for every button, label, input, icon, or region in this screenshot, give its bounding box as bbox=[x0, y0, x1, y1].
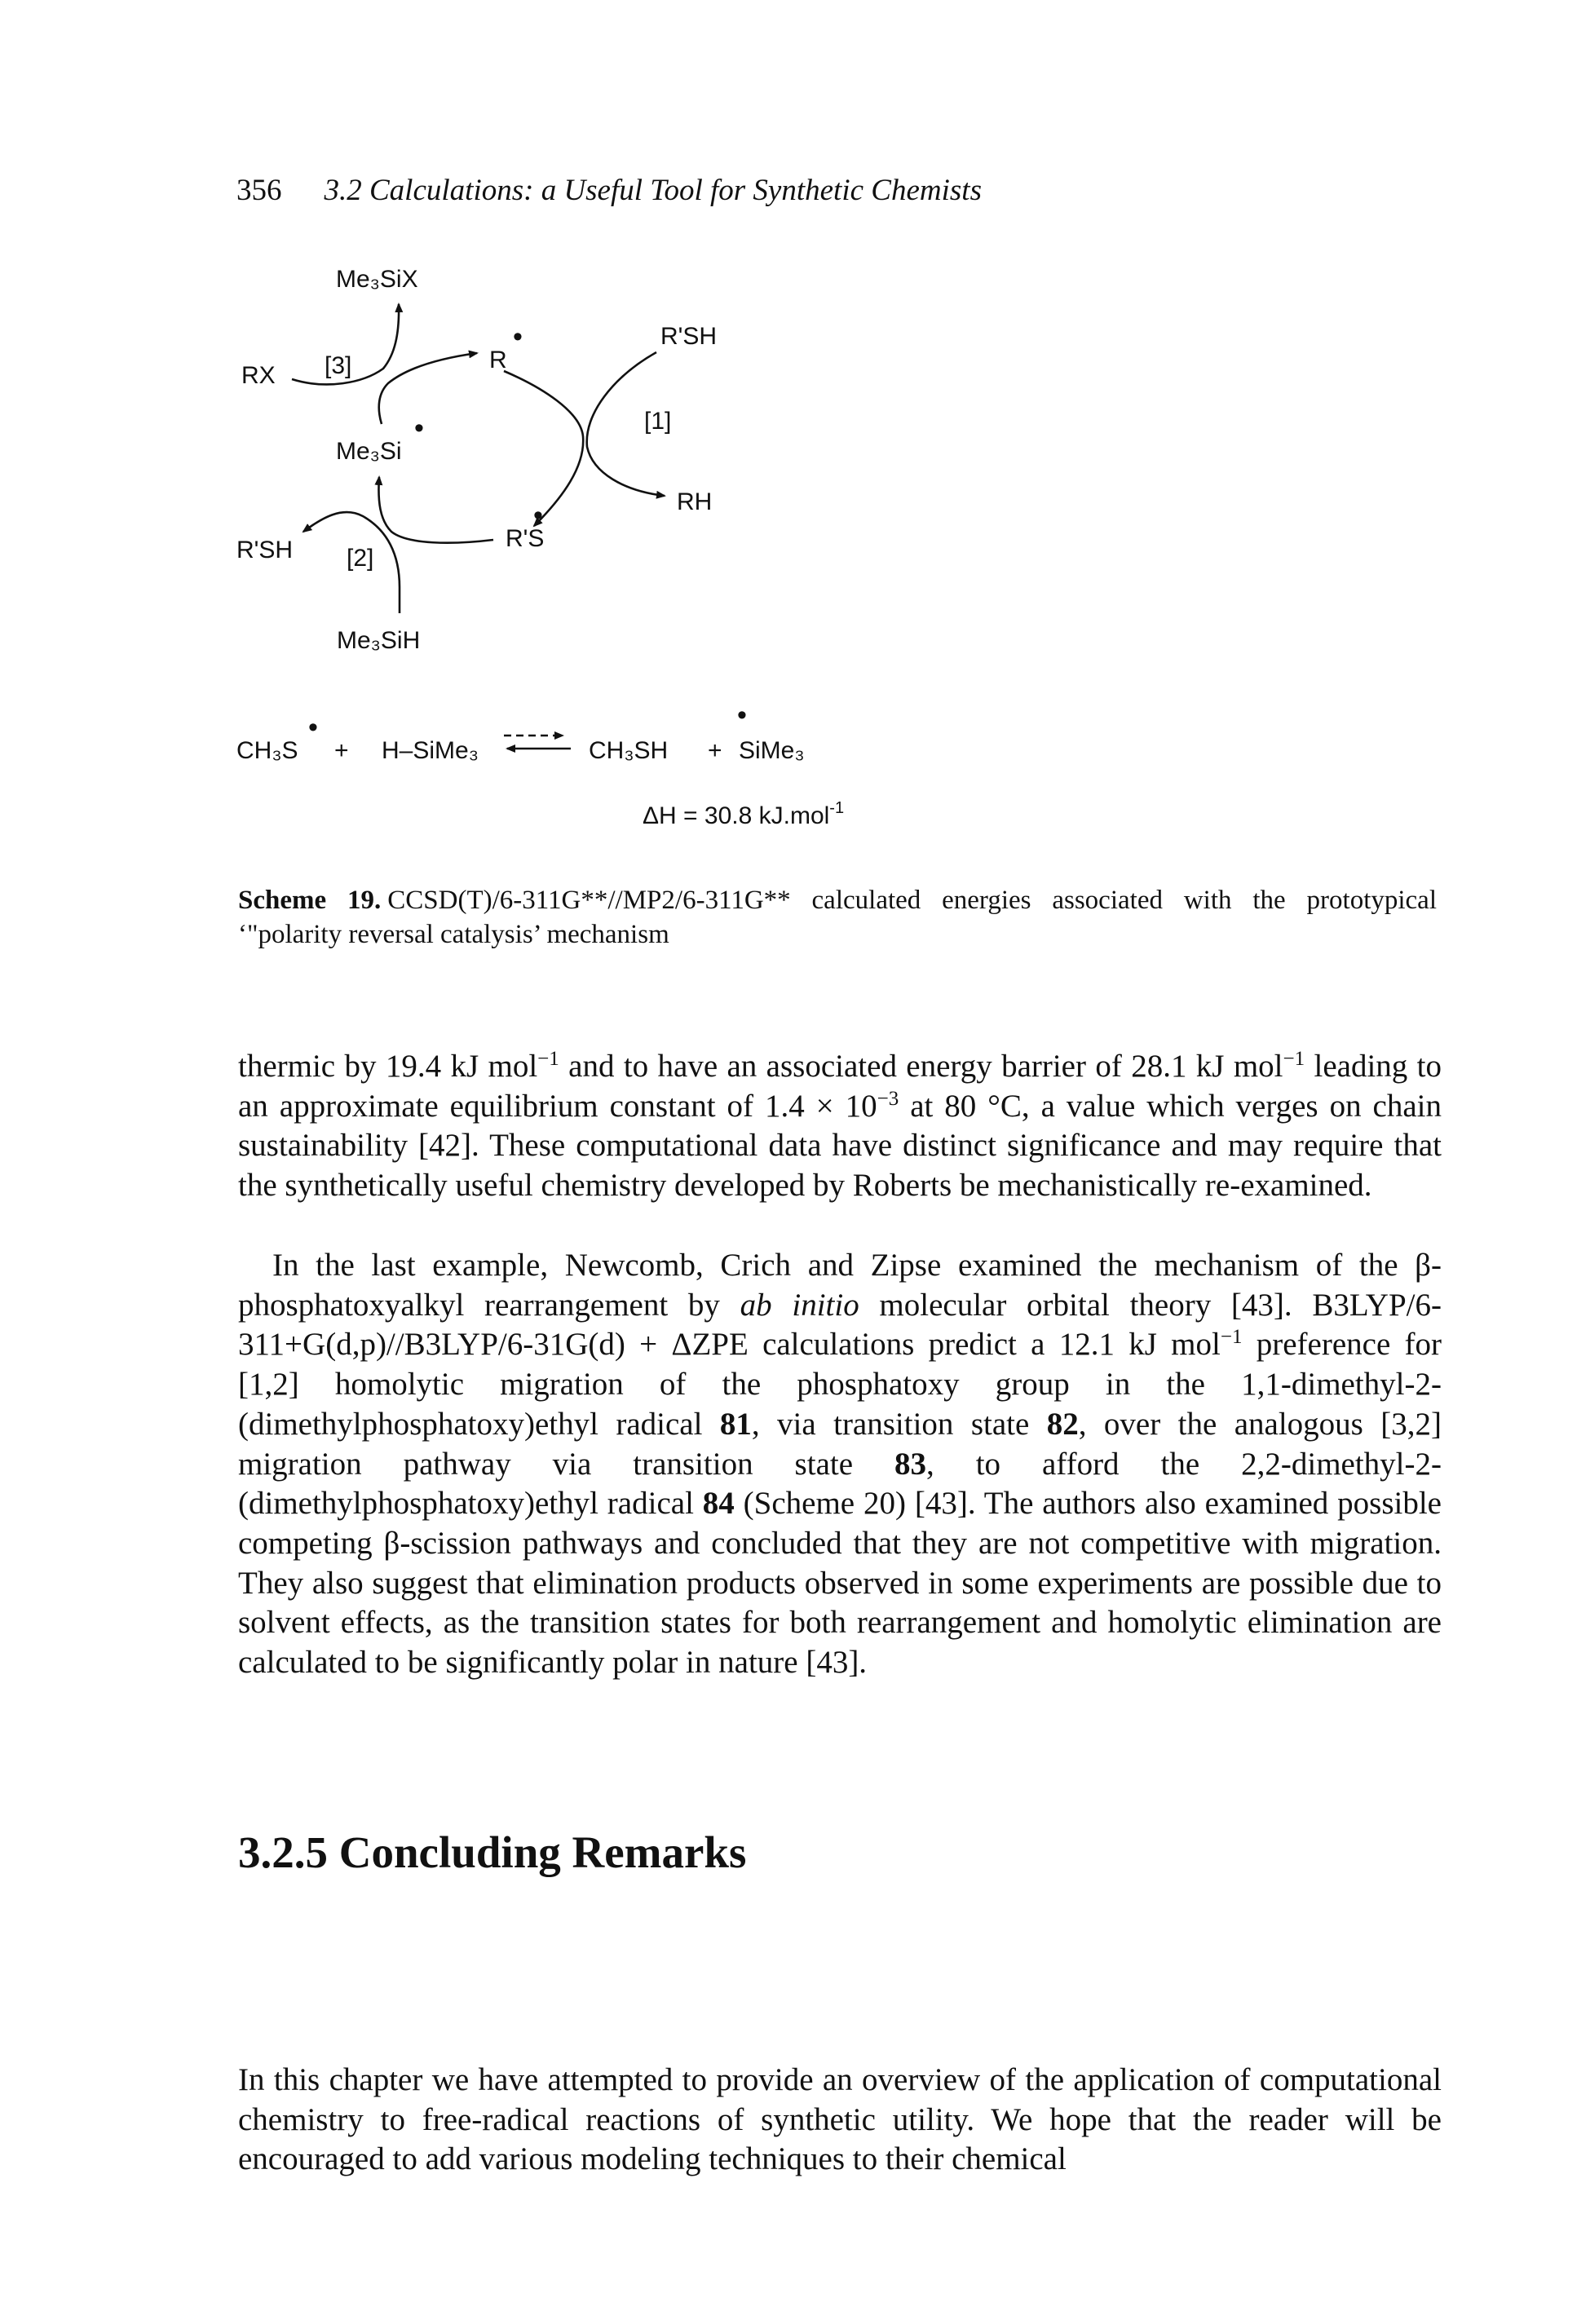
radical-dot-r: • bbox=[513, 321, 523, 352]
compound-81: 81 bbox=[719, 1406, 752, 1442]
radical-dot-sime3: • bbox=[737, 700, 747, 731]
running-head-title: 3.2 Calculations: a Useful Tool for Synt… bbox=[324, 174, 982, 207]
radical-dot-ch3s: • bbox=[308, 712, 318, 743]
arrow-me3si-to-r bbox=[378, 350, 479, 425]
page-number: 356 bbox=[236, 174, 282, 207]
paragraph-2: In the last example, Newcomb, Crich and … bbox=[238, 1248, 1442, 1681]
compound-83: 83 bbox=[894, 1446, 926, 1482]
radical-dot-rs: • bbox=[533, 500, 543, 531]
label-step2: [2] bbox=[347, 545, 373, 572]
arrow-rsh-to-rh bbox=[585, 351, 666, 499]
compound-82: 82 bbox=[1046, 1406, 1079, 1442]
compound-84: 84 bbox=[702, 1486, 735, 1522]
label-step3: [3] bbox=[325, 352, 351, 379]
label-me3si-radical: Me₃Si bbox=[336, 438, 402, 465]
scheme-caption: Scheme 19.CCSD(T)/6-311G**//MP2/6-311G**… bbox=[238, 883, 1437, 952]
caption-label: Scheme 19. bbox=[238, 886, 382, 915]
section-heading: 3.2.5 Concluding Remarks bbox=[238, 1827, 747, 1877]
running-head: 356 3.2 Calculations: a Useful Tool for S… bbox=[236, 173, 982, 208]
radical-dot-me3si: • bbox=[414, 413, 424, 444]
paragraph-3: In this chapter we have attempted to pro… bbox=[238, 2062, 1442, 2177]
eq-plus-1: + bbox=[334, 737, 349, 764]
label-rx: RX bbox=[241, 362, 276, 389]
arrow-rs-to-me3si bbox=[374, 475, 494, 544]
eq-ch3sh: CH₃SH bbox=[589, 737, 668, 764]
caption-text: CCSD(T)/6-311G**//MP2/6-311G** calculate… bbox=[238, 886, 1438, 949]
label-r-radical: R bbox=[489, 347, 507, 373]
enthalpy-value: ΔH = 30.8 kJ.mol-1 bbox=[643, 799, 844, 829]
eq-plus-2: + bbox=[708, 737, 722, 764]
label-step1: [1] bbox=[644, 408, 671, 435]
eq-sime3: SiMe₃ bbox=[739, 737, 805, 764]
label-rs-radical: R'S bbox=[506, 525, 544, 552]
eq-h-sime3: H–SiMe₃ bbox=[382, 737, 479, 764]
reaction-scheme: Me₃SiX RX [3] R • Me₃Si • R'SH [1] RH R'… bbox=[236, 266, 844, 829]
label-me3six: Me₃SiX bbox=[336, 266, 418, 293]
paragraph-1: thermic by 19.4 kJ mol−1 and to have an … bbox=[238, 1048, 1442, 1204]
label-rh: RH bbox=[677, 488, 712, 515]
arrow-rsh-branch bbox=[302, 510, 401, 588]
label-rsh-top: R'SH bbox=[660, 323, 717, 350]
label-rsh-left: R'SH bbox=[236, 537, 293, 563]
arrow-rx-to-me3six bbox=[291, 303, 404, 386]
label-me3sih: Me₃SiH bbox=[337, 627, 420, 654]
arrow-r-to-rs bbox=[503, 369, 585, 528]
eq-ch3s: CH₃S bbox=[236, 737, 298, 764]
